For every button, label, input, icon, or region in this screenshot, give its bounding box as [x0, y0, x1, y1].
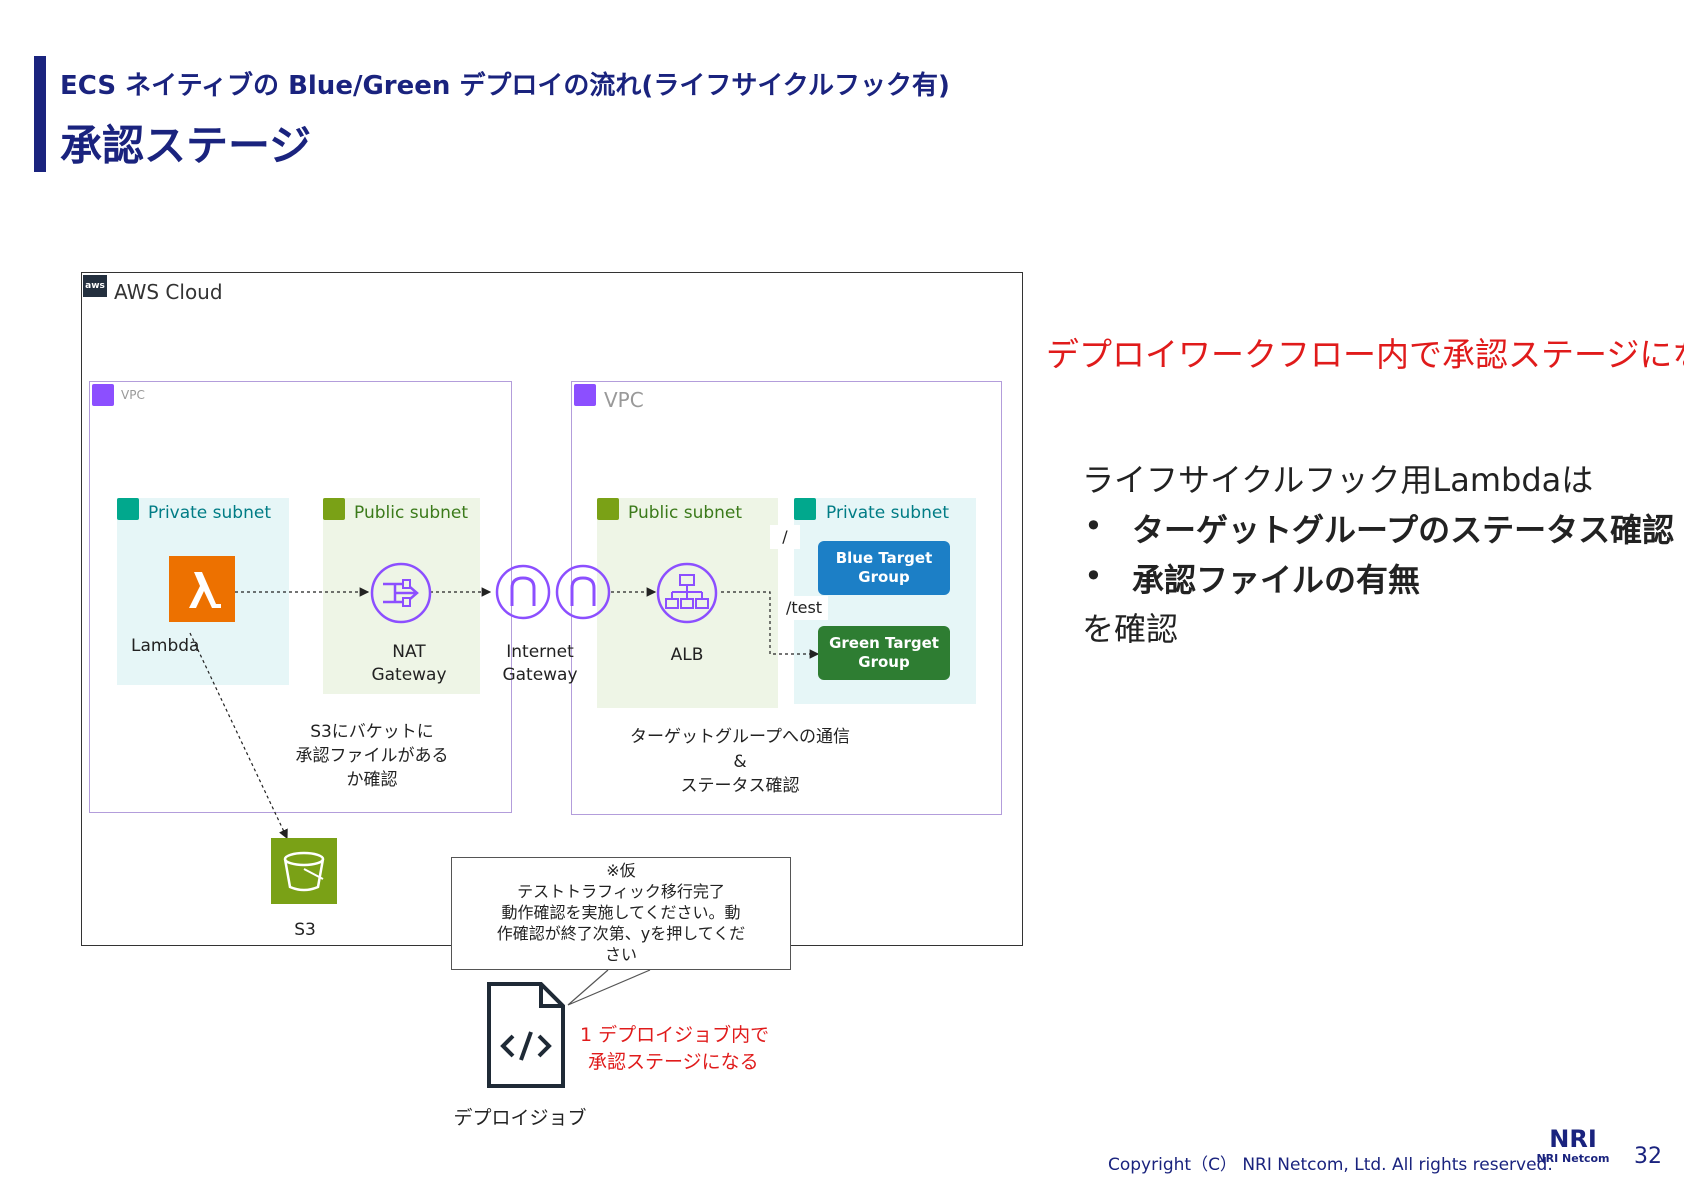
deploy-job-note-2: 承認ステージになる: [588, 1051, 759, 1073]
tg-check-note-3: ステータス確認: [680, 776, 800, 796]
callout-line-2: テストトラフィック移行完了: [517, 882, 725, 901]
right-heading: デプロイワークフロー内で承認ステージになる: [1046, 335, 1684, 374]
green-tg-label-1: Green Target: [829, 634, 939, 652]
vpc-left-icon: [92, 384, 114, 406]
deploy-job-file-icon: [487, 982, 565, 1088]
callout-line-5: さい: [604, 945, 637, 964]
s3-check-note-3: か確認: [346, 770, 398, 790]
public-subnet-right-label: Public subnet: [628, 503, 743, 523]
nat-gateway-label-2: Gateway: [371, 665, 447, 685]
approval-callout: ※仮 テストトラフィック移行完了 動作確認を実施してください。動 作確認が終了次…: [451, 857, 791, 970]
green-tg-label-2: Group: [858, 653, 910, 671]
internet-gateway-label-2: Gateway: [502, 665, 578, 685]
blue-tg-label-1: Blue Target: [835, 549, 933, 567]
tg-check-note-1: ターゲットグループへの通信: [630, 727, 850, 747]
blue-target-group: Blue Target Group: [818, 541, 950, 595]
title-accent-bar: [34, 56, 46, 172]
deploy-job-label: デプロイジョブ: [453, 1107, 587, 1129]
s3-bucket-icon: [271, 838, 337, 904]
aws-cloud-label: AWS Cloud: [114, 280, 223, 304]
alb-label: ALB: [670, 645, 704, 665]
right-outro: を確認: [1082, 610, 1179, 648]
public-subnet-right: [597, 498, 778, 708]
vpc-right-icon: [574, 384, 596, 406]
nri-netcom-logo: NRI NRI Netcom: [1536, 1126, 1610, 1166]
callout-line-4: 作確認が終了次第、yを押してくだ: [496, 924, 746, 943]
blue-tg-label-2: Group: [858, 568, 910, 586]
copyright: Copyright（C） NRI Netcom, Ltd. All rights…: [1108, 1155, 1553, 1175]
right-bullet-2: 承認ファイルの有無: [1132, 561, 1421, 599]
path-test-label: /test: [780, 596, 828, 620]
path-root-label: /: [770, 525, 800, 549]
bullet-dot: •: [1084, 507, 1103, 545]
right-intro: ライフサイクルフック用Lambdaは: [1082, 461, 1594, 499]
bullet-dot: •: [1084, 557, 1103, 595]
s3-check-note-2: 承認ファイルがある: [295, 746, 449, 766]
s3-check-note-1: S3にバケットに: [310, 722, 434, 742]
internet-gateway-icon: [495, 564, 551, 620]
lambda-label: Lambda: [131, 636, 200, 656]
lock-icon: [794, 498, 816, 520]
nri-logo-text: NRI Netcom: [1536, 1152, 1610, 1165]
s3-label: S3: [294, 920, 316, 940]
slide-subtitle: ECS ネイティブの Blue/Green デプロイの流れ(ライフサイクルフック…: [60, 71, 950, 101]
lambda-icon: [169, 556, 235, 622]
private-subnet-left-label: Private subnet: [148, 503, 271, 523]
lock-icon: [597, 498, 619, 520]
deploy-job-note-1: 1 デプロイジョブ内で: [580, 1024, 770, 1046]
lock-icon: [117, 498, 139, 520]
page-number: 32: [1634, 1144, 1662, 1169]
internet-gateway-icon: [555, 564, 611, 620]
nat-gateway-icon: [370, 562, 432, 624]
vpc-left-label: VPC: [121, 388, 145, 402]
green-target-group: Green Target Group: [818, 626, 950, 680]
vpc-right-label: VPC: [604, 388, 644, 412]
slide-title: 承認ステージ: [60, 121, 312, 170]
alb-icon: [656, 562, 718, 624]
right-bullet-1: ターゲットグループのステータス確認: [1132, 511, 1675, 549]
private-subnet-right-label: Private subnet: [826, 503, 949, 523]
lock-icon: [323, 498, 345, 520]
nri-logo-mark: NRI: [1549, 1125, 1597, 1153]
callout-line-1: ※仮: [606, 861, 636, 880]
public-subnet-left: [323, 498, 480, 694]
internet-gateway-label-1: Internet: [506, 642, 574, 662]
tg-check-note-2: &: [733, 752, 747, 772]
nat-gateway-label-1: NAT: [392, 642, 426, 662]
aws-logo-icon: aws: [83, 275, 107, 297]
public-subnet-left-label: Public subnet: [354, 503, 469, 523]
callout-line-3: 動作確認を実施してください。動: [501, 903, 741, 922]
